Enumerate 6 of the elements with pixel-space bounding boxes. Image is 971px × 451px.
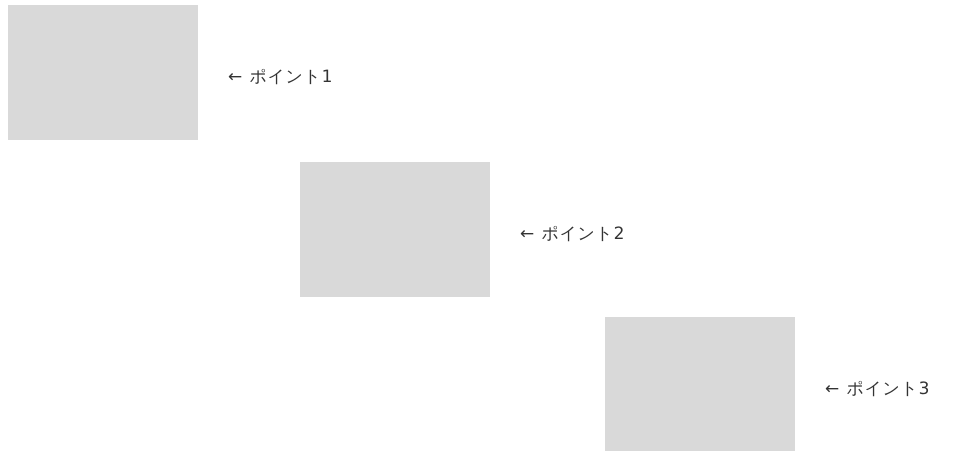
image-placeholder: [300, 162, 490, 297]
point-note: ← ポイント2: [520, 223, 626, 245]
point-note: ← ポイント1: [228, 66, 334, 88]
image-placeholder: [8, 5, 198, 140]
image-placeholder: [605, 317, 795, 451]
point-note: ← ポイント3: [825, 378, 930, 400]
